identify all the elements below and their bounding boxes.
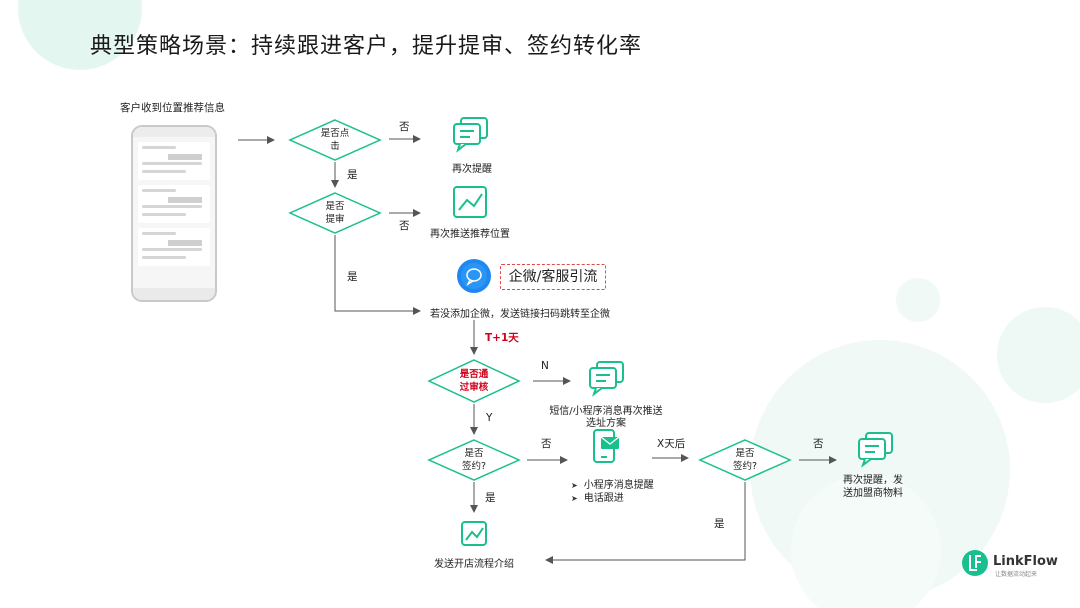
page-title: 典型策略场景：持续跟进客户，提升提审、签约转化率 (90, 34, 643, 59)
bullet-item-phone: 电话跟进 (571, 489, 624, 504)
edge-label-no-3: 否 (541, 438, 552, 450)
node-add-wecom: 若没添加企微，发送链接扫码跳转至企微 (430, 309, 610, 320)
decision-signed-b-label: 是否 签约? (732, 448, 758, 472)
edge-label-x-days: X天后 (657, 438, 686, 450)
phone-tab-bar (133, 288, 215, 300)
decision-signed-a-shape (427, 439, 521, 481)
edge-label-t-plus-1: T+1天 (485, 332, 519, 344)
linkflow-logo-icon (962, 550, 988, 576)
decision-submitted-shape (288, 192, 382, 234)
phone-card (138, 142, 210, 180)
mobile-message-icon (593, 429, 620, 463)
edge-label-yes-2: 是 (347, 271, 358, 283)
phone-status-bar (133, 127, 215, 137)
edge-label-yes-1: 是 (347, 169, 358, 181)
phone-card (138, 185, 210, 223)
brand-name: LinkFlow (993, 554, 1058, 569)
edge-label-no-1: 否 (399, 121, 410, 133)
node-remind-franchise-line1: 再次提醒，发 (843, 475, 903, 486)
trend-chart-icon (461, 521, 487, 546)
decision-clicked-shape (288, 119, 382, 161)
phone-mockup (131, 125, 217, 302)
arrow-signed-b-yes (545, 482, 746, 564)
phone-card (138, 228, 210, 266)
bullet-item-miniprogram: 小程序消息提醒 (571, 476, 654, 491)
connectors (238, 135, 837, 564)
chat-bubbles-icon (858, 432, 893, 468)
chat-bubbles-icon (589, 361, 624, 397)
node-remind-again: 再次提醒 (452, 164, 492, 175)
node-sms-repush-line1: 短信/小程序消息再次推送 (549, 406, 663, 417)
decision-approved-label: 是否通 过审核 (459, 369, 489, 393)
phone-caption: 客户收到位置推荐信息 (120, 102, 225, 114)
edge-label-no-4: 否 (813, 438, 824, 450)
chat-bubbles-icon (453, 117, 488, 153)
decor-circle-top-left (18, 0, 142, 70)
wecom-chat-icon (457, 259, 491, 293)
trend-chart-icon (453, 186, 487, 218)
arrow-submitted-yes (334, 235, 421, 315)
edge-label-yes-4: 是 (714, 518, 725, 530)
edge-label-yes-3: 是 (485, 492, 496, 504)
decision-signed-b-shape (698, 439, 792, 481)
decision-approved-shape (427, 359, 521, 403)
node-remind-franchise-line2: 送加盟商物料 (843, 488, 903, 499)
node-send-intro: 发送开店流程介绍 (434, 559, 514, 570)
edge-label-n: N (541, 360, 549, 372)
decision-clicked-label: 是否点 击 (320, 128, 350, 152)
edge-label-y: Y (486, 412, 493, 424)
decision-signed-a-label: 是否 签约? (461, 448, 487, 472)
decision-submitted-label: 是否 提审 (325, 201, 345, 225)
decor-circle-small (896, 278, 940, 322)
decor-circle-bottom (791, 475, 941, 608)
node-sms-repush-line2: 选址方案 (586, 418, 626, 429)
wecom-tag: 企微/客服引流 (500, 264, 606, 290)
node-repush-location: 再次推送推荐位置 (430, 229, 510, 240)
edge-label-no-2: 否 (399, 220, 410, 232)
brand-tagline: 让数据流动起来 (995, 571, 1038, 578)
decor-circle-right (997, 307, 1080, 403)
